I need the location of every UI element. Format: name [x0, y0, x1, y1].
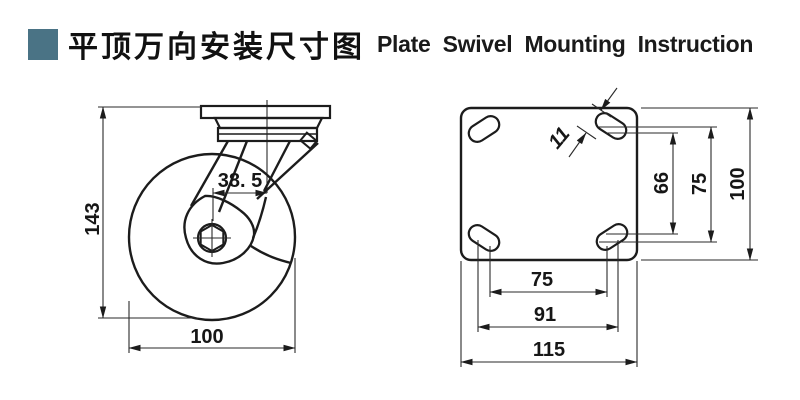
accent-square [28, 28, 58, 60]
accent-square-icon [28, 28, 58, 60]
dim-text-75-vertical: 75 [689, 173, 711, 195]
dim-text-overall-height: 143 [82, 202, 104, 235]
hub-to-leg-curve [251, 196, 268, 239]
dim-plate-depth: 100 [727, 107, 754, 261]
bolt-slot-top-right [594, 112, 628, 140]
fork-leg-outer-right [256, 142, 319, 200]
caster-side-view-drawing [127, 100, 332, 322]
wheel-circle [127, 152, 297, 322]
bolt-slot-bottom-right [595, 223, 629, 251]
bottom-extension-lines [460, 240, 638, 367]
dim-hole-spacing-inner-vertical: 66 [651, 132, 677, 235]
fork-hub [183, 194, 256, 265]
mounting-plate-top-view-drawing [459, 106, 639, 262]
dim-text-75-horizontal: 75 [531, 269, 553, 291]
page-title-chinese: 平顶万向安装尺寸图 [68, 31, 365, 64]
swivel-bearing [216, 126, 319, 143]
dim-text-slot-width: 11 [544, 123, 574, 153]
dim-wheel-diameter: 100 [128, 258, 296, 353]
top-plate [199, 104, 332, 120]
mounting-plate [459, 106, 639, 262]
dim-text-swivel-offset: 38. 5 [218, 170, 262, 192]
dim-swivel-offset: 38. 5 [212, 170, 268, 221]
dim-hole-spacing-vertical: 75 [689, 126, 715, 243]
dim-hole-spacing-outer-horizontal: 91 [477, 304, 619, 331]
right-extension-lines [599, 107, 758, 261]
swivel-taper [213, 116, 324, 130]
dim-slot-width: 11 [544, 87, 618, 158]
dim-text-91: 91 [534, 304, 556, 326]
dim-text-66: 66 [651, 172, 673, 194]
grease-fitting [299, 131, 319, 151]
dim-text-plate-depth: 100 [727, 167, 749, 200]
dim-hole-spacing-inner-horizontal: 75 [489, 269, 608, 296]
fork-leg-outer-left [189, 140, 230, 207]
dim-overall-height: 143 [82, 106, 201, 319]
dim-text-wheel-diameter: 100 [190, 326, 223, 348]
bolt-slot-top-left [467, 115, 501, 143]
far-fork-leg-tip [250, 245, 292, 265]
dim-text-plate-width: 115 [533, 339, 565, 361]
axle-crosshair [193, 219, 231, 257]
dim-plate-width: 115 [460, 339, 638, 366]
page-title-english: Plate Swivel Mounting Instruction [377, 30, 754, 57]
title-bar: 平顶万向安装尺寸图 Plate Swivel Mounting Instruct… [28, 22, 753, 66]
fork-leg-inner-right [262, 140, 292, 192]
bolt-slot-bottom-left [467, 224, 501, 252]
